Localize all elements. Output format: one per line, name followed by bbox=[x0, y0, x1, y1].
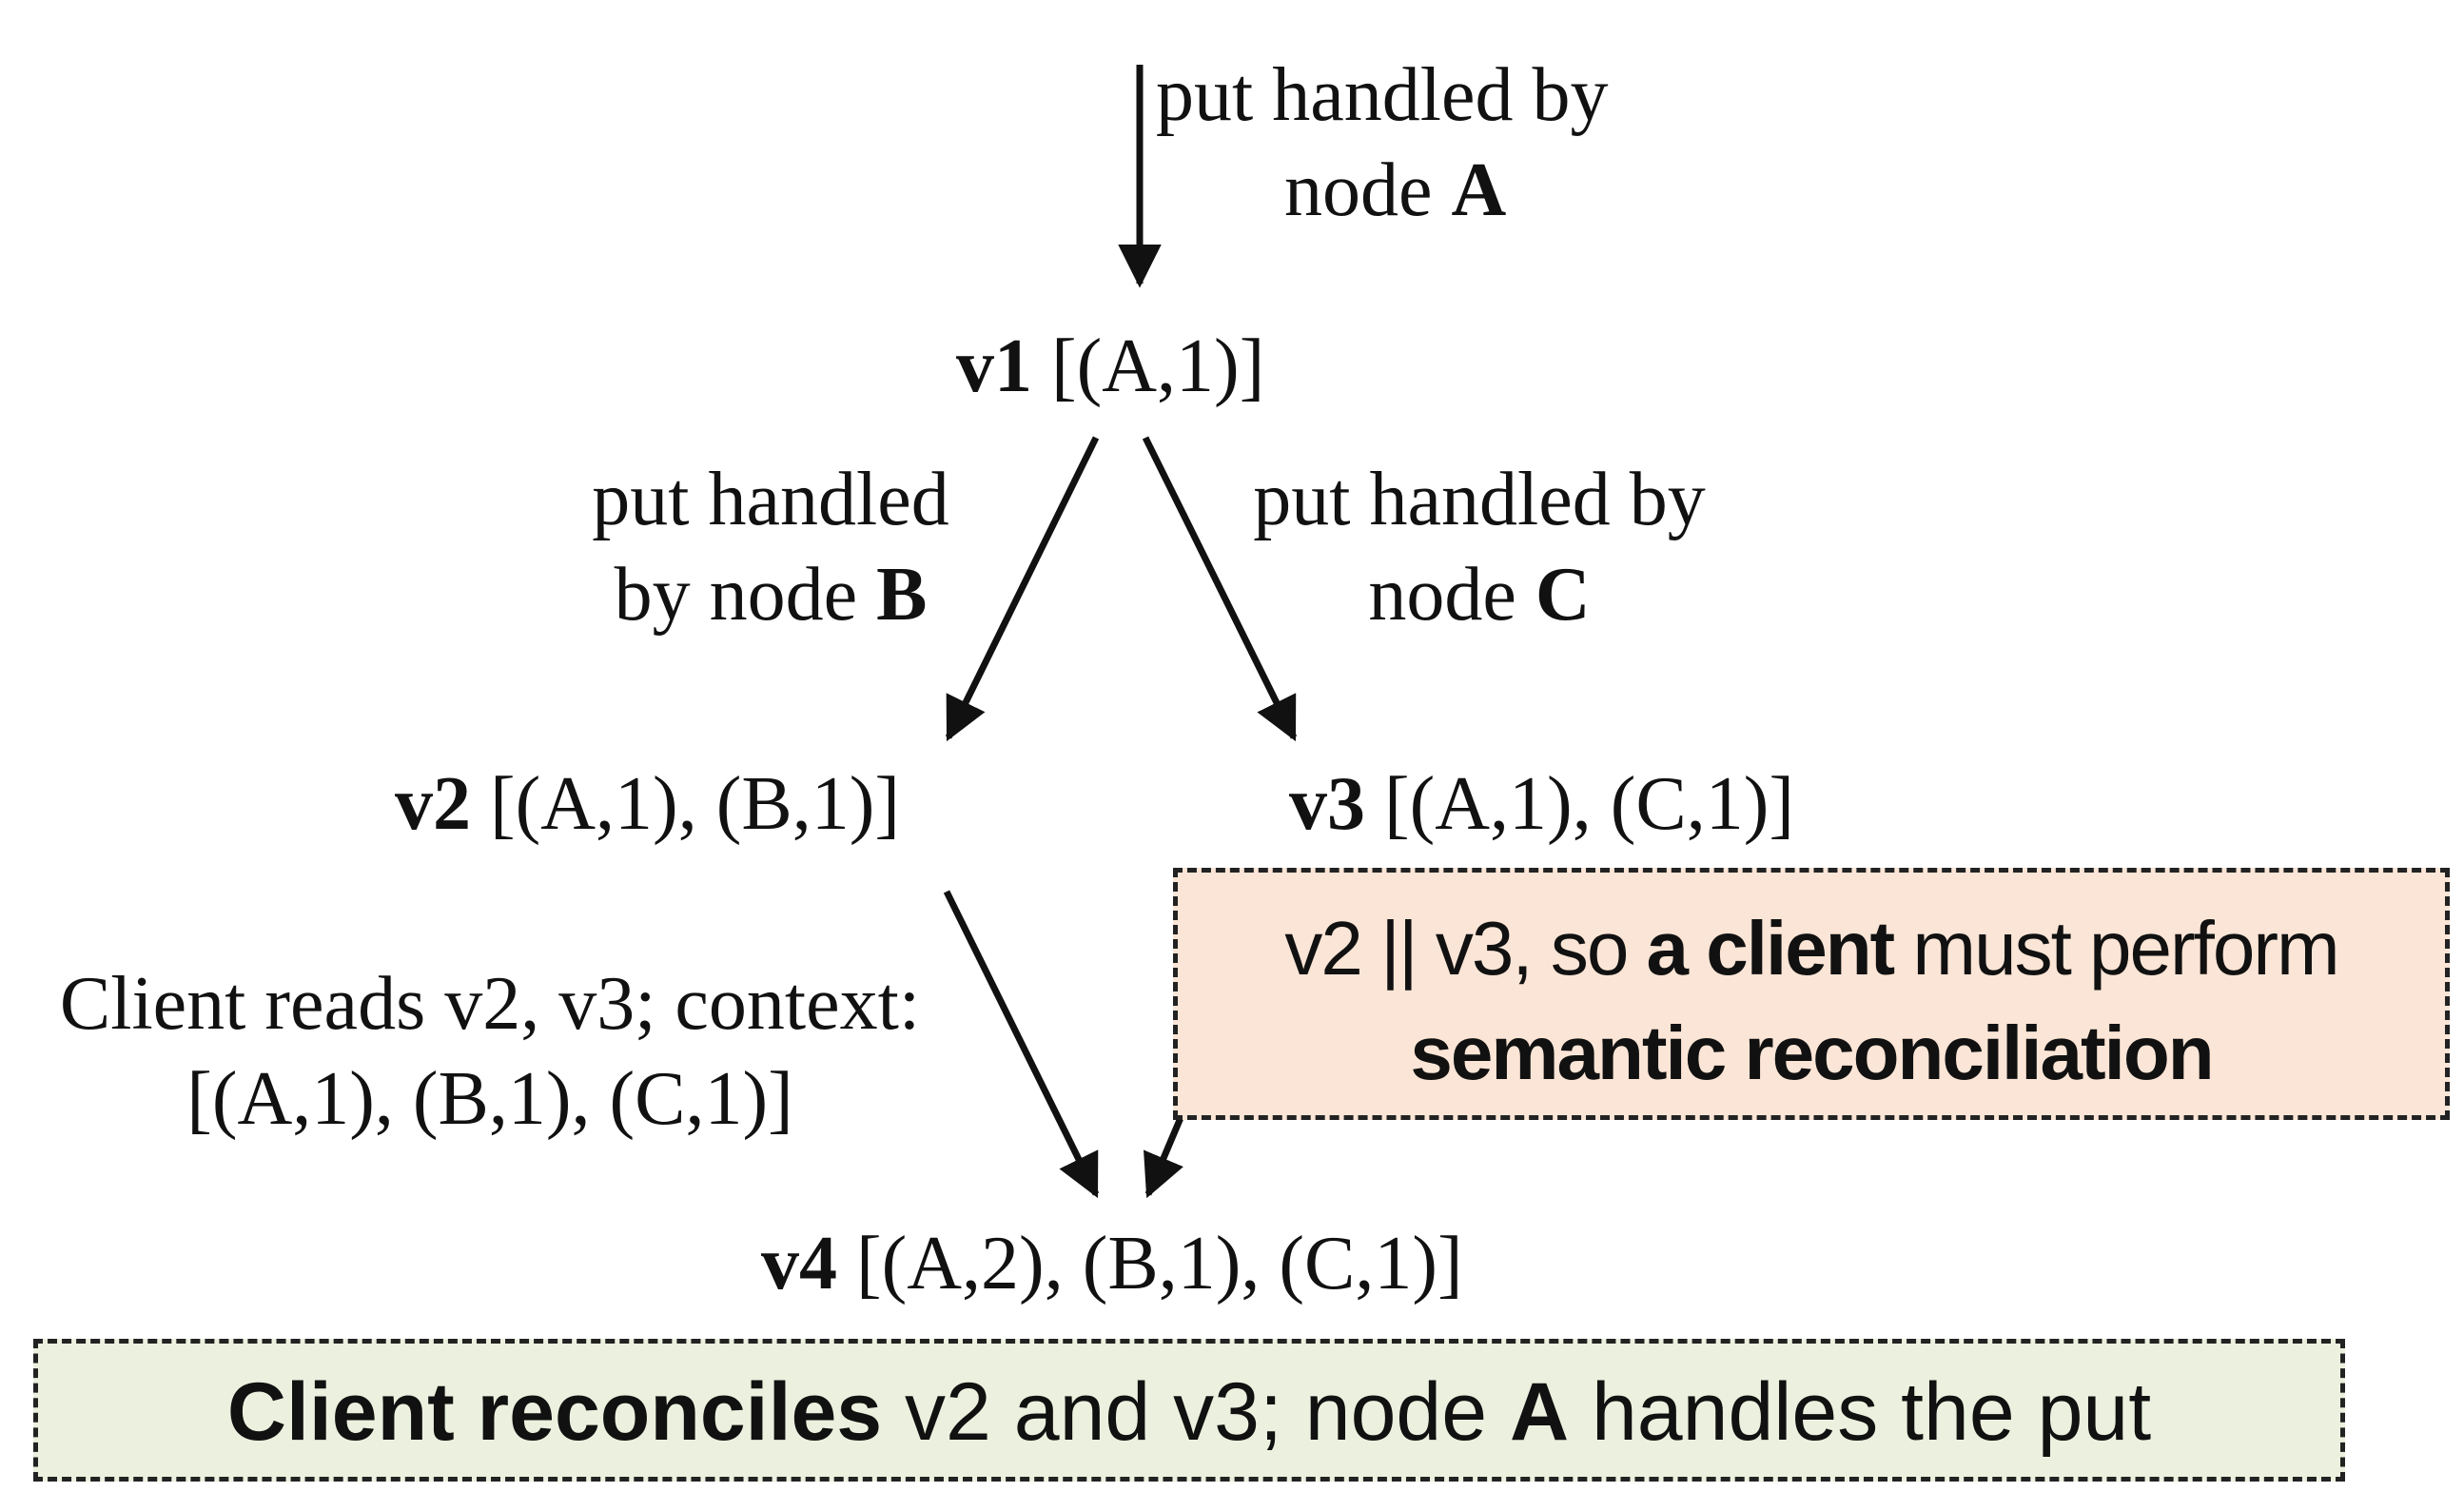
top-edge-label: put handled by bbox=[1156, 48, 1608, 143]
right-edge-label-line1: put handled by bbox=[1253, 458, 1706, 541]
version-v1: v1 [(A,1)] bbox=[956, 319, 1264, 414]
top-edge-label-line2: node A bbox=[1284, 143, 1506, 238]
version-v4-clock: [(A,2), (B,1), (C,1)] bbox=[837, 1222, 1463, 1306]
client-read-label-line1: Client reads v2, v3; context: bbox=[59, 962, 921, 1046]
top-edge-label-node: A bbox=[1451, 148, 1507, 232]
right-edge-label: put handled by node C bbox=[1199, 452, 1760, 642]
right-edge-label-prefix: node bbox=[1368, 553, 1535, 637]
version-v4-name: v4 bbox=[761, 1222, 837, 1306]
conflict-note-line2-text: semantic reconciliation bbox=[1410, 1011, 2214, 1095]
version-v3: v3 [(A,1), (C,1)] bbox=[1289, 756, 1794, 852]
arrow-v1-to-v2 bbox=[945, 436, 1100, 742]
left-edge-label-node: B bbox=[876, 553, 928, 637]
conflict-note-box: v2 || v3, so a client must perform seman… bbox=[1173, 868, 2450, 1120]
conflict-note-line2: semantic reconciliation bbox=[1178, 1006, 2445, 1101]
top-edge-label-prefix: node bbox=[1284, 148, 1452, 232]
conclusion-bold-start: Client reconciles bbox=[226, 1366, 883, 1458]
top-edge-label-line1: put handled by bbox=[1156, 53, 1609, 137]
left-edge-label-line1: put handled bbox=[592, 458, 949, 541]
version-v2-clock: [(A,1), (B,1)] bbox=[471, 762, 900, 846]
version-v1-name: v1 bbox=[956, 324, 1032, 408]
conclusion-tail: handles the put bbox=[1569, 1366, 2152, 1458]
left-edge-label: put handled by node B bbox=[533, 452, 1008, 642]
conclusion-node: A bbox=[1509, 1366, 1570, 1458]
arrow-v2-to-v4 bbox=[943, 890, 1100, 1199]
version-v1-clock: [(A,1)] bbox=[1032, 324, 1265, 408]
conflict-note-plain: v2 || v3, so bbox=[1284, 906, 1647, 991]
left-edge-label-prefix: by node bbox=[614, 553, 877, 637]
conclusion-text: Client reconciles v2 and v3; node A hand… bbox=[38, 1363, 2340, 1463]
client-read-label: Client reads v2, v3; context: [(A,1), (B… bbox=[0, 956, 980, 1147]
conflict-note-line1: v2 || v3, so a client must perform bbox=[1178, 901, 2445, 996]
conclusion-middle: v2 and v3; node bbox=[882, 1366, 1510, 1458]
conclusion-box: Client reconciles v2 and v3; node A hand… bbox=[33, 1339, 2345, 1482]
right-edge-label-node: C bbox=[1535, 553, 1591, 637]
client-read-label-line2: [(A,1), (B,1), (C,1)] bbox=[186, 1057, 793, 1141]
version-v3-name: v3 bbox=[1289, 762, 1365, 846]
left-edge-label-line2: by node B bbox=[533, 547, 1008, 642]
conflict-note-bold: a client bbox=[1646, 906, 1896, 991]
version-v2-name: v2 bbox=[395, 762, 471, 846]
right-edge-label-line2: node C bbox=[1199, 547, 1760, 642]
arrow-v1-to-v3 bbox=[1142, 436, 1298, 742]
version-v2: v2 [(A,1), (B,1)] bbox=[395, 756, 900, 852]
conflict-note-tail: must perform bbox=[1893, 906, 2339, 991]
version-v4: v4 [(A,2), (B,1), (C,1)] bbox=[761, 1216, 1463, 1311]
arrow-note-to-v4 bbox=[1144, 1111, 1186, 1199]
version-v3-clock: [(A,1), (C,1)] bbox=[1365, 762, 1794, 846]
